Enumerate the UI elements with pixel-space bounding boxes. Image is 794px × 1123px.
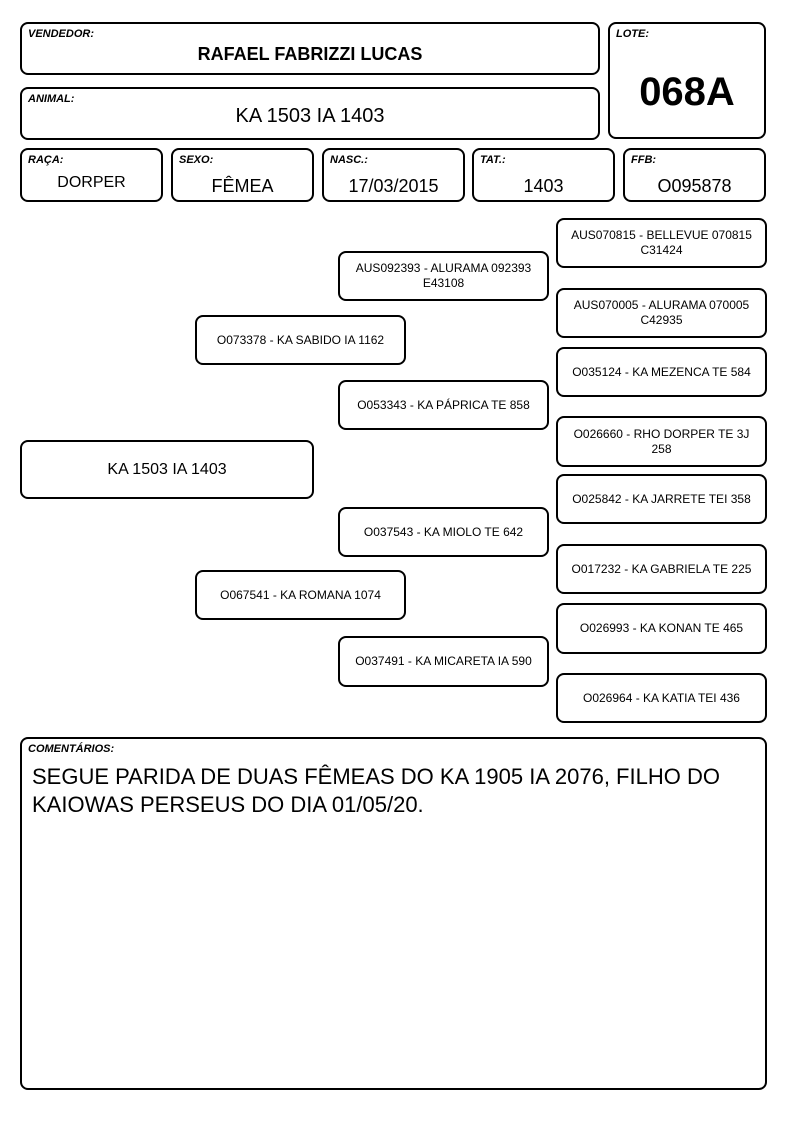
raca-label: RAÇA: xyxy=(28,154,64,166)
vendedor-box: VENDEDOR: RAFAEL FABRIZZI LUCAS xyxy=(20,22,600,75)
pedigree-sd-dam: O026660 - RHO DORPER TE 3J 258 xyxy=(556,416,767,467)
pedigree-dam-dam: O037491 - KA MICARETA IA 590 xyxy=(338,636,549,687)
nasc-box: NASC.: 17/03/2015 xyxy=(322,148,465,202)
sexo-label: SEXO: xyxy=(179,154,214,166)
tat-value: 1403 xyxy=(523,176,564,196)
nasc-value: 17/03/2015 xyxy=(348,176,439,196)
tat-label: TAT.: xyxy=(480,154,506,166)
pedigree-dam-sire: O037543 - KA MIOLO TE 642 xyxy=(338,507,549,557)
vendedor-value: RAFAEL FABRIZZI LUCAS xyxy=(197,44,423,64)
pedigree-sire: O073378 - KA SABIDO IA 1162 xyxy=(195,315,406,365)
pedigree-dam: O067541 - KA ROMANA 1074 xyxy=(195,570,406,620)
pedigree-ds-dam: O017232 - KA GABRIELA TE 225 xyxy=(556,544,767,594)
comments-text: SEGUE PARIDA DE DUAS FÊMEAS DO KA 1905 I… xyxy=(32,764,720,817)
ffb-value: O095878 xyxy=(657,176,732,196)
pedigree-sire-sire: AUS092393 - ALURAMA 092393 E43108 xyxy=(338,251,549,301)
raca-box: RAÇA: DORPER xyxy=(20,148,163,202)
lote-box: LOTE: 068A xyxy=(608,22,766,139)
nasc-label: NASC.: xyxy=(330,154,368,166)
pedigree-dd-dam: O026964 - KA KATIA TEI 436 xyxy=(556,673,767,723)
sexo-value: FÊMEA xyxy=(211,176,274,196)
pedigree-ss-dam: AUS070005 - ALURAMA 070005 C42935 xyxy=(556,288,767,338)
pedigree-ds-sire: O025842 - KA JARRETE TEI 358 xyxy=(556,474,767,524)
sexo-box: SEXO: FÊMEA xyxy=(171,148,314,202)
pedigree-sire-dam: O053343 - KA PÁPRICA TE 858 xyxy=(338,380,549,430)
ffb-box: FFB: O095878 xyxy=(623,148,766,202)
comments-label: COMENTÁRIOS: xyxy=(28,743,115,755)
animal-value: KA 1503 IA 1403 xyxy=(235,105,385,127)
raca-value: DORPER xyxy=(57,174,126,191)
lote-label: LOTE: xyxy=(616,28,649,40)
lote-value: 068A xyxy=(639,70,735,114)
comments-box: COMENTÁRIOS: SEGUE PARIDA DE DUAS FÊMEAS… xyxy=(20,737,767,1090)
tat-box: TAT.: 1403 xyxy=(472,148,615,202)
animal-box: ANIMAL: KA 1503 IA 1403 xyxy=(20,87,600,140)
vendedor-label: VENDEDOR: xyxy=(28,28,95,40)
animal-label: ANIMAL: xyxy=(28,93,75,105)
pedigree-ss-sire: AUS070815 - BELLEVUE 070815 C31424 xyxy=(556,218,767,268)
pedigree-sd-sire: O035124 - KA MEZENCA TE 584 xyxy=(556,347,767,397)
ffb-label: FFB: xyxy=(631,154,657,166)
pedigree-dd-sire: O026993 - KA KONAN TE 465 xyxy=(556,603,767,654)
pedigree-animal: KA 1503 IA 1403 xyxy=(20,440,314,499)
